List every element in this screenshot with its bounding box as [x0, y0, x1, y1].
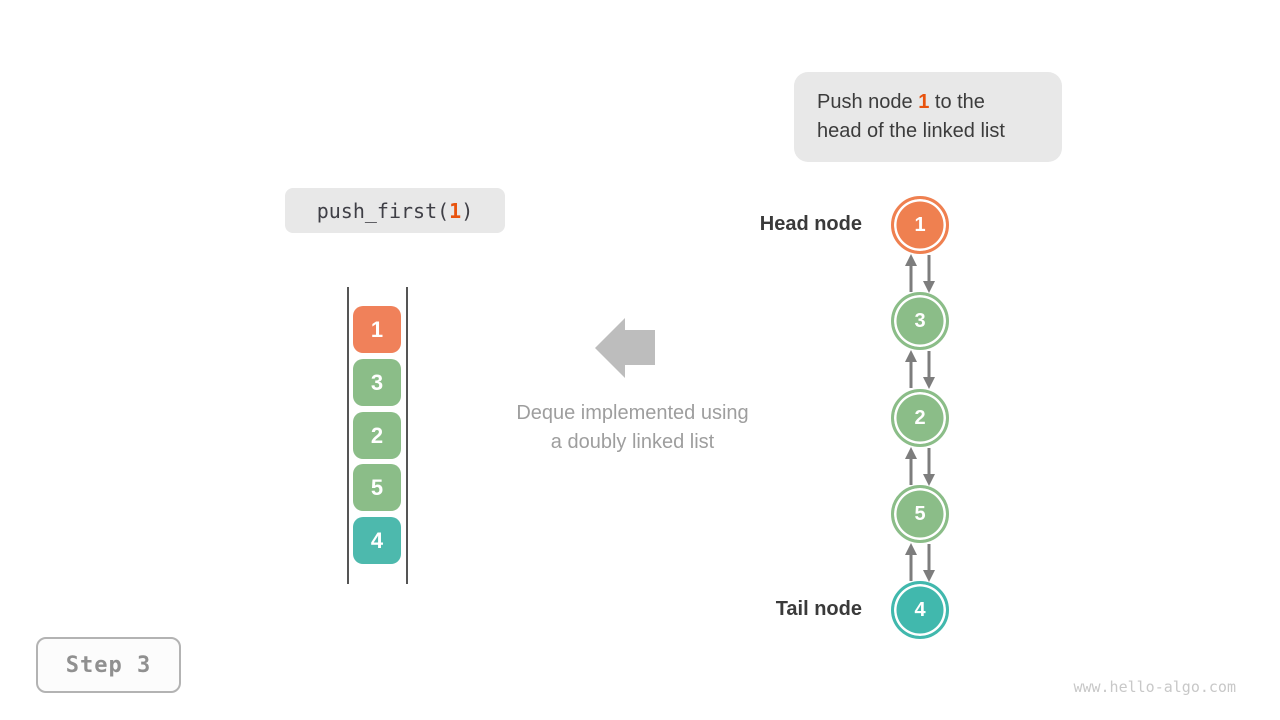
stack-cell: 1	[353, 306, 401, 353]
callout-line1: Push node 1 to the	[817, 88, 1062, 117]
callout-text: to the	[929, 91, 985, 113]
left-block-arrow-icon	[595, 318, 655, 378]
code-text: )	[461, 198, 474, 223]
bidirectional-arrow-icon	[905, 254, 935, 293]
deque-caption-line2: a doubly linked list	[550, 431, 715, 453]
deque-caption: Deque implemented using a doubly linked …	[470, 399, 795, 457]
bidirectional-arrow-icon	[905, 447, 935, 486]
deque-caption-line1: Deque implemented using	[516, 402, 749, 424]
stack-cell: 2	[353, 412, 401, 459]
callout-text: Push node	[817, 91, 919, 113]
code-call-push-first: push_first(1)	[285, 188, 505, 233]
list-node: 5	[891, 485, 949, 543]
stack-right-wall	[406, 287, 408, 584]
code-text: push_first(	[316, 198, 450, 223]
step-badge: Step 3	[36, 637, 181, 693]
stack-cell: 3	[353, 359, 401, 406]
watermark: www.hello-algo.com	[1073, 678, 1236, 696]
list-node: 4	[891, 581, 949, 639]
deque-stack-view: 1 3 2 5 4	[347, 287, 408, 584]
callout-highlight-value: 1	[918, 91, 930, 113]
list-node: 3	[891, 292, 949, 350]
list-node: 1	[891, 196, 949, 254]
tail-node-label: Tail node	[775, 598, 862, 620]
instruction-callout: Push node 1 to the head of the linked li…	[794, 72, 1062, 162]
bidirectional-arrow-icon	[905, 350, 935, 389]
head-node-label: Head node	[759, 213, 862, 235]
stack-cell: 5	[353, 464, 401, 511]
stack-cell: 4	[353, 517, 401, 564]
stack-left-wall	[347, 287, 349, 584]
list-node: 2	[891, 389, 949, 447]
code-arg-value: 1	[449, 198, 462, 223]
callout-line2: head of the linked list	[817, 120, 1005, 142]
bidirectional-arrow-icon	[905, 543, 935, 582]
